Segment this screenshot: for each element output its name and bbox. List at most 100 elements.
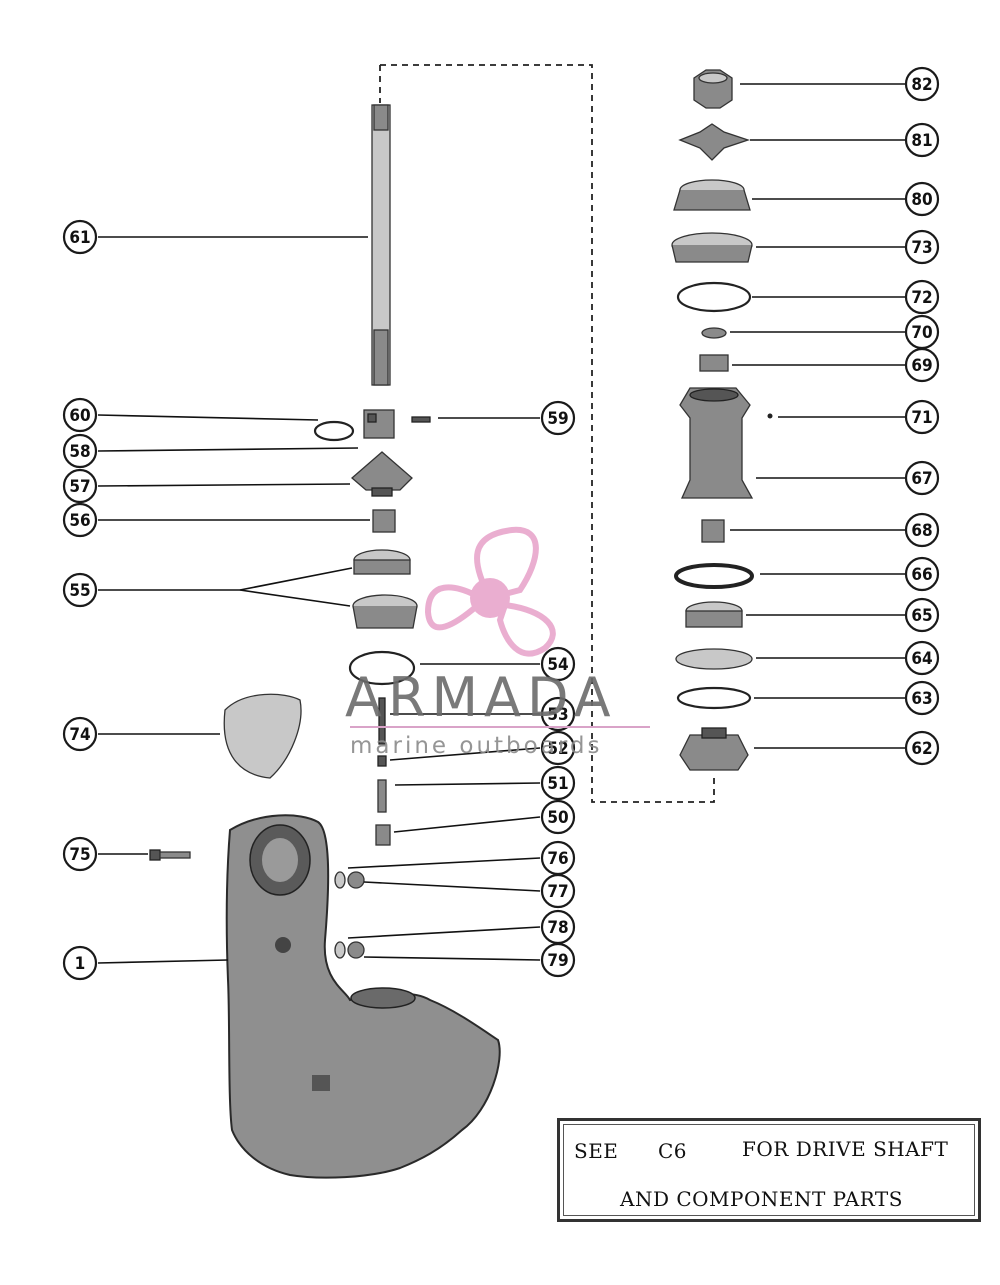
part-55-bearing-upper <box>353 549 411 575</box>
note-line2: AND COMPONENT PARTS <box>620 1187 903 1211</box>
part-drive-shaft <box>371 104 391 386</box>
svg-text:80: 80 <box>911 190 932 210</box>
svg-text:66: 66 <box>911 565 932 585</box>
callout-66: 66 <box>904 556 940 592</box>
part-82-nut <box>693 69 733 109</box>
callout-75: 75 <box>62 836 98 872</box>
callout-54: 54 <box>540 646 576 682</box>
svg-text:58: 58 <box>69 442 90 462</box>
callout-65: 65 <box>904 597 940 633</box>
callout-1: 1 <box>62 945 98 981</box>
part-50-block <box>375 824 391 846</box>
svg-text:78: 78 <box>547 918 568 938</box>
callout-67: 67 <box>904 460 940 496</box>
watermark-tagline: marine outboards <box>350 733 603 759</box>
part-58-coupler <box>363 409 395 439</box>
svg-text:77: 77 <box>547 882 568 902</box>
callout-77: 77 <box>540 873 576 909</box>
part-79-nut <box>347 941 365 959</box>
svg-text:50: 50 <box>547 808 568 828</box>
callout-79: 79 <box>540 942 576 978</box>
part-59-pin <box>411 416 431 423</box>
part-69-bushing <box>699 354 729 372</box>
part-80-retainer <box>673 179 751 211</box>
svg-text:57: 57 <box>69 477 90 497</box>
callout-53: 53 <box>540 696 576 732</box>
callout-58: 58 <box>62 433 98 469</box>
callout-64: 64 <box>904 640 940 676</box>
callout-56: 56 <box>62 502 98 538</box>
assembly-dashed-line <box>380 64 715 803</box>
svg-text:81: 81 <box>911 131 932 151</box>
callout-72: 72 <box>904 279 940 315</box>
svg-text:71: 71 <box>911 408 932 428</box>
callout-51: 51 <box>540 765 576 801</box>
svg-text:1: 1 <box>75 954 86 974</box>
svg-text:59: 59 <box>547 409 568 429</box>
callout-59: 59 <box>540 400 576 436</box>
part-57-pinion-gear <box>351 451 413 497</box>
reference-note-box: SEE C6 FOR DRIVE SHAFT AND COMPONENT PAR… <box>557 1118 981 1222</box>
leader-lines <box>97 83 906 964</box>
part-67-bearing-carrier <box>679 387 754 499</box>
callout-50: 50 <box>540 799 576 835</box>
svg-text:76: 76 <box>547 849 568 869</box>
svg-text:63: 63 <box>911 689 932 709</box>
svg-text:73: 73 <box>911 238 932 258</box>
part-63-ring <box>676 686 752 710</box>
callout-80: 80 <box>904 181 940 217</box>
svg-text:75: 75 <box>69 845 90 865</box>
part-81-tab-washer <box>678 123 751 161</box>
part-70-spring <box>701 327 727 339</box>
callout-63: 63 <box>904 680 940 716</box>
svg-text:74: 74 <box>69 725 90 745</box>
callout-57: 57 <box>62 468 98 504</box>
part-76-washer <box>334 871 346 889</box>
callout-60: 60 <box>62 397 98 433</box>
svg-text:69: 69 <box>911 356 932 376</box>
part-66-oring <box>674 563 754 589</box>
callout-82: 82 <box>904 66 940 102</box>
callout-81: 81 <box>904 122 940 158</box>
propeller-logo <box>424 526 556 657</box>
note-see: SEE <box>574 1139 619 1163</box>
callout-61: 61 <box>62 219 98 255</box>
part-62-forward-gear <box>679 727 749 771</box>
part-55-race-lower <box>352 594 418 629</box>
callout-76: 76 <box>540 840 576 876</box>
watermark-rule <box>350 726 650 728</box>
svg-text:53: 53 <box>547 705 568 725</box>
callout-78: 78 <box>540 909 576 945</box>
part-53-rod <box>378 697 386 745</box>
part-54-oring <box>348 650 416 686</box>
part-68-roller-bearing <box>701 519 725 543</box>
svg-text:70: 70 <box>911 323 932 343</box>
part-75-screw <box>149 849 191 861</box>
part-56-bearing <box>372 509 396 533</box>
callout-62: 62 <box>904 730 940 766</box>
callout-71: 71 <box>904 399 940 435</box>
svg-text:55: 55 <box>69 581 90 601</box>
callout-73: 73 <box>904 229 940 265</box>
svg-text:61: 61 <box>69 228 90 248</box>
svg-text:72: 72 <box>911 288 932 308</box>
svg-text:60: 60 <box>69 406 90 426</box>
watermark-brand: ARMADA <box>345 666 617 729</box>
note-ref: C6 <box>658 1139 688 1163</box>
svg-text:56: 56 <box>69 511 90 531</box>
svg-text:51: 51 <box>547 774 568 794</box>
svg-text:54: 54 <box>547 655 568 675</box>
svg-text:52: 52 <box>547 739 568 759</box>
svg-text:79: 79 <box>547 951 568 971</box>
svg-text:68: 68 <box>911 521 932 541</box>
callout-68: 68 <box>904 512 940 548</box>
part-65-bearing <box>685 601 743 628</box>
part-1-gear-housing <box>225 814 501 1179</box>
svg-text:64: 64 <box>911 649 932 669</box>
part-78-washer <box>334 941 346 959</box>
part-60-ring <box>313 420 355 442</box>
part-71-dot <box>767 413 773 419</box>
part-77-nut <box>347 871 365 889</box>
note-line1-rest: FOR DRIVE SHAFT <box>742 1137 949 1161</box>
